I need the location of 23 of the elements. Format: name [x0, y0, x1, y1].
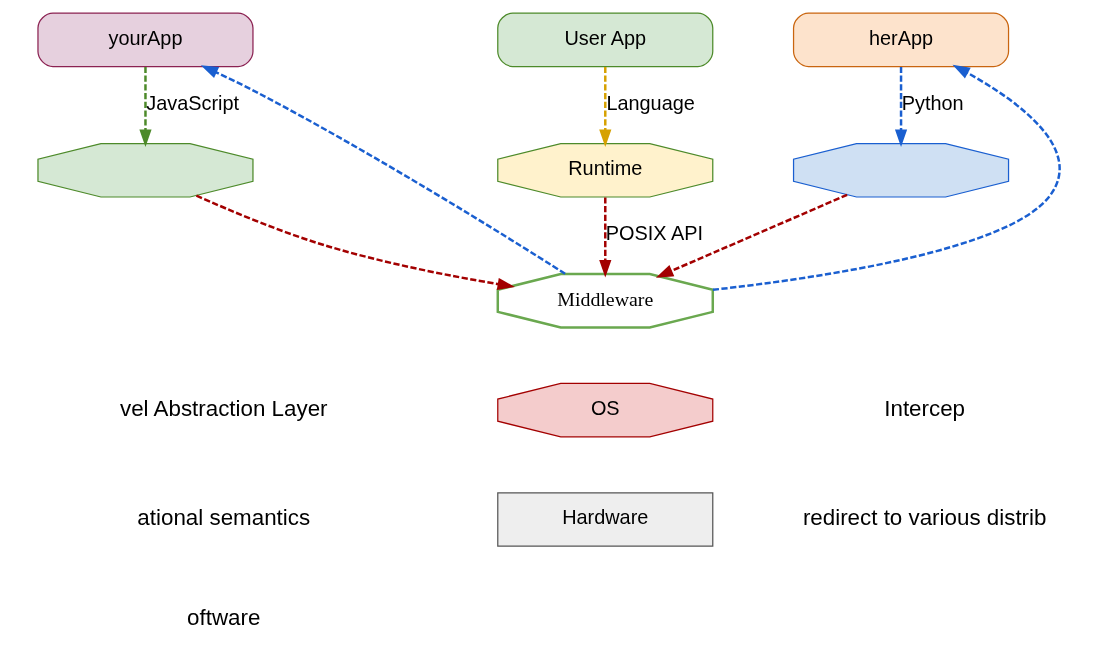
- arrow: [712, 64, 1061, 292]
- node-octagon: [36, 142, 254, 198]
- node-box: yourApp: [36, 12, 254, 68]
- edge-label: Language: [605, 91, 695, 114]
- label: Intercep: [883, 395, 965, 421]
- arrow: [138, 66, 152, 147]
- arrow: [894, 66, 907, 147]
- node-octagon: [792, 142, 1009, 198]
- node-box: User App: [496, 12, 713, 68]
- label: oftware: [186, 604, 260, 630]
- edge-label: JavaScript: [145, 91, 239, 114]
- node-box: Hardware: [496, 492, 713, 547]
- node-box: herApp: [792, 12, 1009, 68]
- label: vel Abstraction Layer: [119, 395, 328, 421]
- arrow: [195, 194, 515, 291]
- label: ational semantics: [136, 504, 310, 530]
- arrow: [598, 197, 611, 278]
- label: redirect to various distrib: [802, 504, 1046, 530]
- edge-label: POSIX API: [605, 222, 703, 245]
- arrow: [200, 65, 566, 275]
- arrow: [598, 66, 611, 147]
- edge-label: Python: [901, 91, 964, 114]
- arrow: [655, 193, 848, 278]
